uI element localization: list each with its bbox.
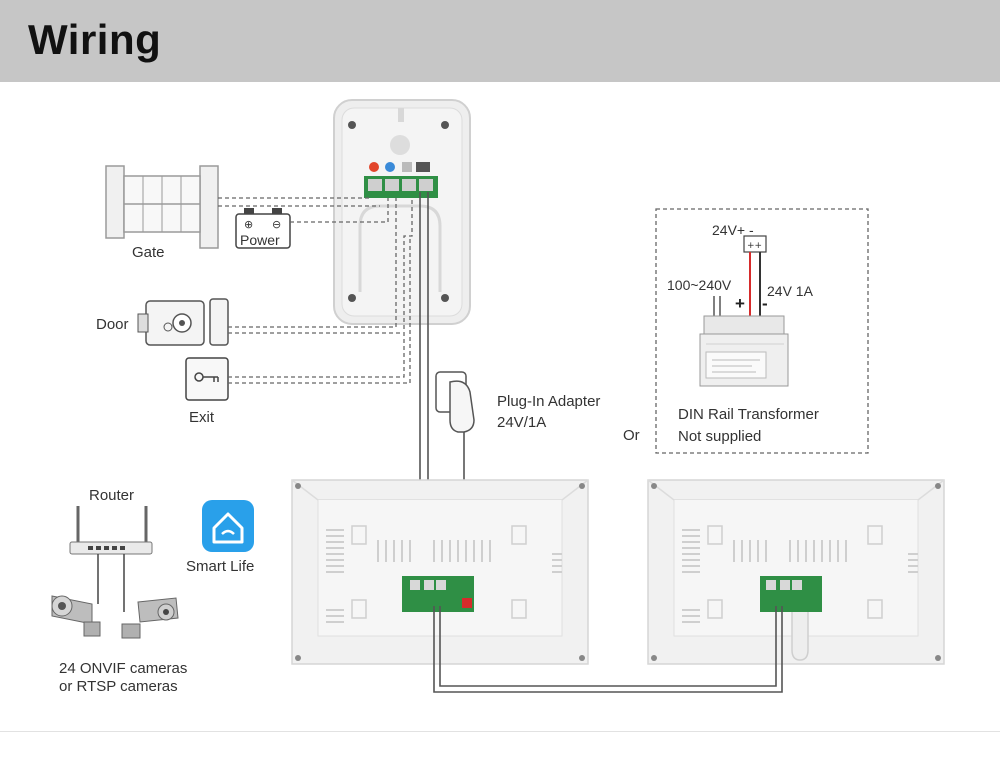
din-input-label: 100~240V	[667, 277, 732, 293]
smart-life-label: Smart Life	[186, 558, 254, 575]
din-output-label: 24V 1A	[767, 283, 814, 299]
svg-text:⊕: ⊕	[244, 218, 253, 231]
monitor-cascade-wires	[433, 606, 783, 693]
indoor-monitor-icon	[647, 479, 945, 665]
cameras-label-2: or RTSP cameras	[59, 678, 178, 695]
din-transformer-box	[655, 208, 869, 454]
footer-divider	[0, 731, 1000, 732]
din-rail-transformer-icon	[699, 296, 789, 387]
accessory-wires	[218, 197, 413, 384]
indoor-monitor-icon	[291, 479, 589, 665]
outdoor-station-icon	[333, 99, 471, 325]
plug-adapter-label-1: Plug-In Adapter	[497, 393, 600, 410]
or-label: Or	[623, 427, 640, 444]
svg-text:⊖: ⊖	[272, 218, 281, 231]
din-label-1: DIN Rail Transformer	[678, 406, 819, 423]
battery-icon: ⊕ ⊖	[235, 208, 291, 249]
door-lock-icon	[137, 298, 229, 346]
power-label: Power	[240, 232, 280, 248]
router-label: Router	[89, 487, 134, 504]
din-minus-label: -	[762, 294, 768, 313]
din-voltage-top-label: 24V+ -	[712, 222, 754, 238]
din-label-2: Not supplied	[678, 428, 761, 445]
plug-adapter-icon	[435, 371, 475, 590]
gate-label: Gate	[132, 244, 165, 261]
exit-button-icon	[185, 357, 229, 401]
plug-adapter-label-2: 24V/1A	[497, 414, 546, 431]
page-title: Wiring	[28, 16, 162, 63]
camera-icon	[51, 595, 101, 637]
router-icon	[69, 506, 153, 612]
gate-icon	[105, 165, 219, 249]
svg-text:++: ++	[747, 241, 762, 251]
door-label: Door	[96, 316, 129, 333]
header-bar: Wiring	[0, 0, 1000, 82]
cameras-label-1: 24 ONVIF cameras	[59, 660, 187, 677]
exit-label: Exit	[189, 409, 215, 426]
camera-icon	[121, 597, 179, 639]
smart-life-app-icon	[202, 500, 254, 552]
din-plus-label: +	[735, 294, 745, 313]
din-connector-icon: ++	[743, 235, 767, 318]
